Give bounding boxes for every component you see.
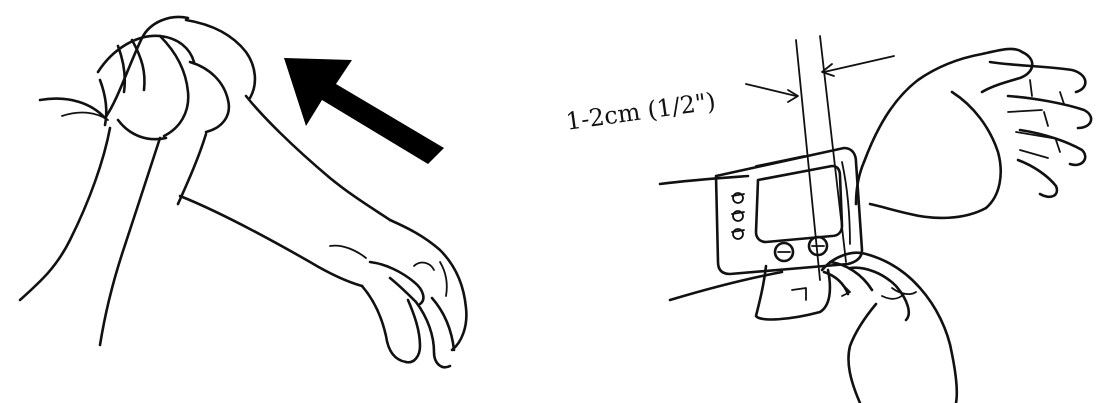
direction-arrow-icon	[0, 0, 520, 403]
panel-roll-up-sleeve	[0, 0, 520, 403]
wrist-cuff-placement-illustration	[520, 0, 1096, 403]
panel-cuff-placement: 1-2cm (1/2")	[520, 0, 1096, 403]
